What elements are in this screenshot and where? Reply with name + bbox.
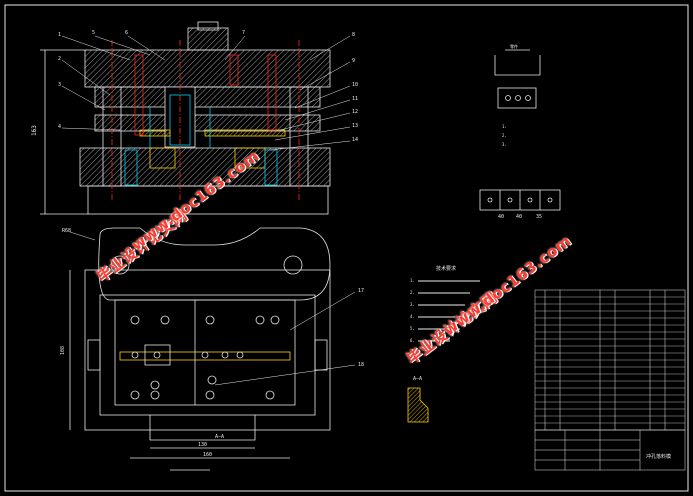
- part-title: 零件: [510, 43, 518, 49]
- dim-radius: R68: [62, 228, 71, 234]
- callout-leaders-top: [61, 35, 351, 151]
- drawing-border: [4, 4, 689, 492]
- dim-height-left: 163: [31, 125, 38, 136]
- title-block: [534, 429, 686, 471]
- callout-11: 11: [352, 96, 358, 102]
- dim-width-1: 130: [198, 442, 207, 448]
- tech-line-5: 5.: [410, 326, 415, 331]
- callout-9: 9: [352, 58, 355, 64]
- part-dim-2: 40: [516, 214, 522, 220]
- callout-6: 6: [125, 30, 128, 36]
- part-dim-3: 35: [536, 214, 542, 220]
- tech-line-6: 6.: [410, 338, 415, 343]
- part-detail: [479, 49, 561, 211]
- callout-7: 7: [242, 30, 245, 36]
- callout-numbers-top: 1 2 3 4 5 6 7 8 9 10 11 12 13 14: [58, 30, 358, 143]
- callout-17: 17: [358, 288, 364, 294]
- tech-line-2: 2.: [410, 290, 415, 295]
- part-note-2: 2.: [502, 133, 507, 138]
- dim-plan-height: 108: [60, 346, 66, 355]
- callout-12: 12: [352, 109, 358, 115]
- callout-2: 2: [58, 56, 61, 62]
- part-note-1: 1.: [502, 124, 507, 129]
- section-detail: [407, 387, 429, 423]
- callout-14: 14: [352, 137, 358, 143]
- tech-line-1: 1.: [410, 278, 415, 283]
- tech-line-3: 3.: [410, 302, 415, 307]
- front-section-view: [40, 21, 331, 215]
- callout-18: 18: [358, 362, 364, 368]
- callout-8: 8: [352, 32, 355, 38]
- title-block-label: 冲孔落料模: [646, 453, 671, 460]
- plan-section-marker: A—A: [215, 434, 224, 440]
- callout-13: 13: [352, 123, 358, 129]
- part-note-3: 3.: [502, 142, 507, 147]
- callout-10: 10: [352, 82, 358, 88]
- section-label: A—A: [413, 376, 422, 382]
- tech-line-strokes: [418, 280, 480, 342]
- plan-view: [69, 227, 356, 471]
- tech-line-4: 4.: [410, 314, 415, 319]
- dim-width-2: 160: [203, 452, 212, 458]
- tech-lines: 1. 2. 3. 4. 5. 6.: [410, 278, 415, 343]
- part-dim-1: 40: [498, 214, 504, 220]
- callout-4: 4: [58, 124, 61, 130]
- callout-3: 3: [58, 82, 61, 88]
- callout-5: 5: [92, 30, 95, 36]
- callout-1: 1: [58, 32, 61, 38]
- bom-rows: [535, 296, 685, 424]
- tech-title: 技术要求: [436, 265, 456, 272]
